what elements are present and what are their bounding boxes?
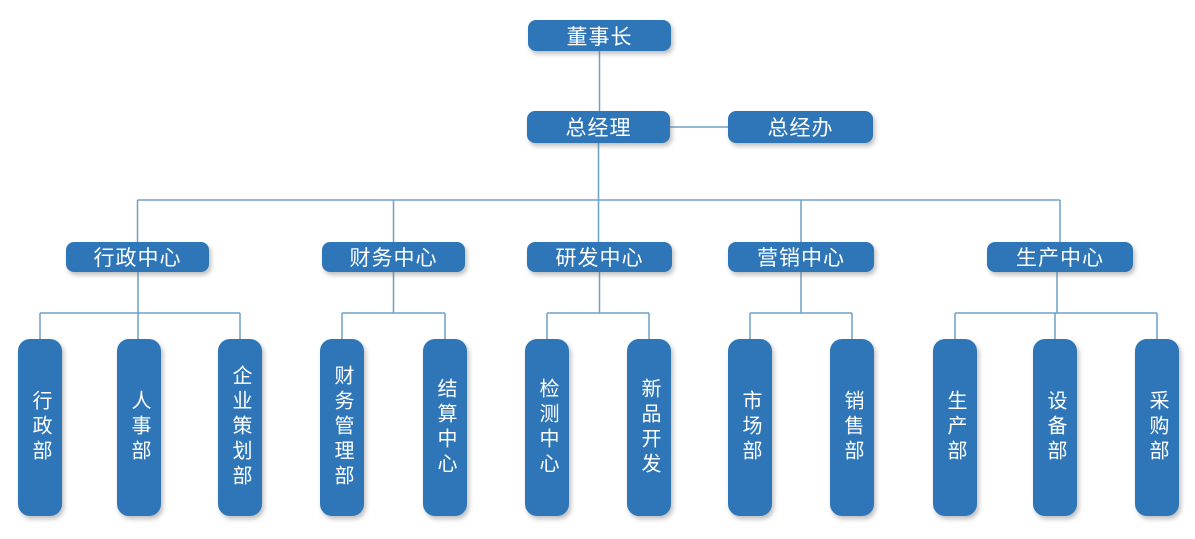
connector-finance-children [341, 272, 446, 339]
connector-marketing-children [749, 272, 853, 339]
org-node-dept-corporate-planning: 企业策划部 [218, 339, 262, 516]
org-node-center-production: 生产中心 [987, 242, 1133, 272]
connector-rnd-children [546, 272, 650, 339]
org-node-dept-new-product-dev: 新品开发 [627, 339, 671, 516]
connector-admin-children [39, 272, 241, 339]
org-node-dept-hr: 人事部 [117, 339, 161, 516]
org-node-dept-settlement-center: 结算中心 [423, 339, 467, 516]
connector-production-children [954, 272, 1158, 339]
connector-gm-centers [136, 143, 1061, 242]
org-node-general-manager: 总经理 [527, 111, 670, 143]
org-node-center-marketing: 营销中心 [728, 242, 874, 272]
org-node-dept-production: 生产部 [933, 339, 977, 516]
org-node-dept-admin: 行政部 [18, 339, 62, 516]
org-node-dept-equipment: 设备部 [1033, 339, 1077, 516]
org-node-center-admin: 行政中心 [66, 242, 209, 272]
org-node-chairman: 董事长 [528, 20, 671, 51]
org-node-center-finance: 财务中心 [322, 242, 465, 272]
org-node-center-rnd: 研发中心 [527, 242, 672, 272]
org-node-gm-office: 总经办 [728, 111, 873, 143]
org-node-dept-sales: 销售部 [830, 339, 874, 516]
org-node-dept-testing-center: 检测中心 [525, 339, 569, 516]
org-node-dept-market: 市场部 [728, 339, 772, 516]
org-node-dept-finance-management: 财务管理部 [320, 339, 364, 516]
org-node-dept-procurement: 采购部 [1135, 339, 1179, 516]
